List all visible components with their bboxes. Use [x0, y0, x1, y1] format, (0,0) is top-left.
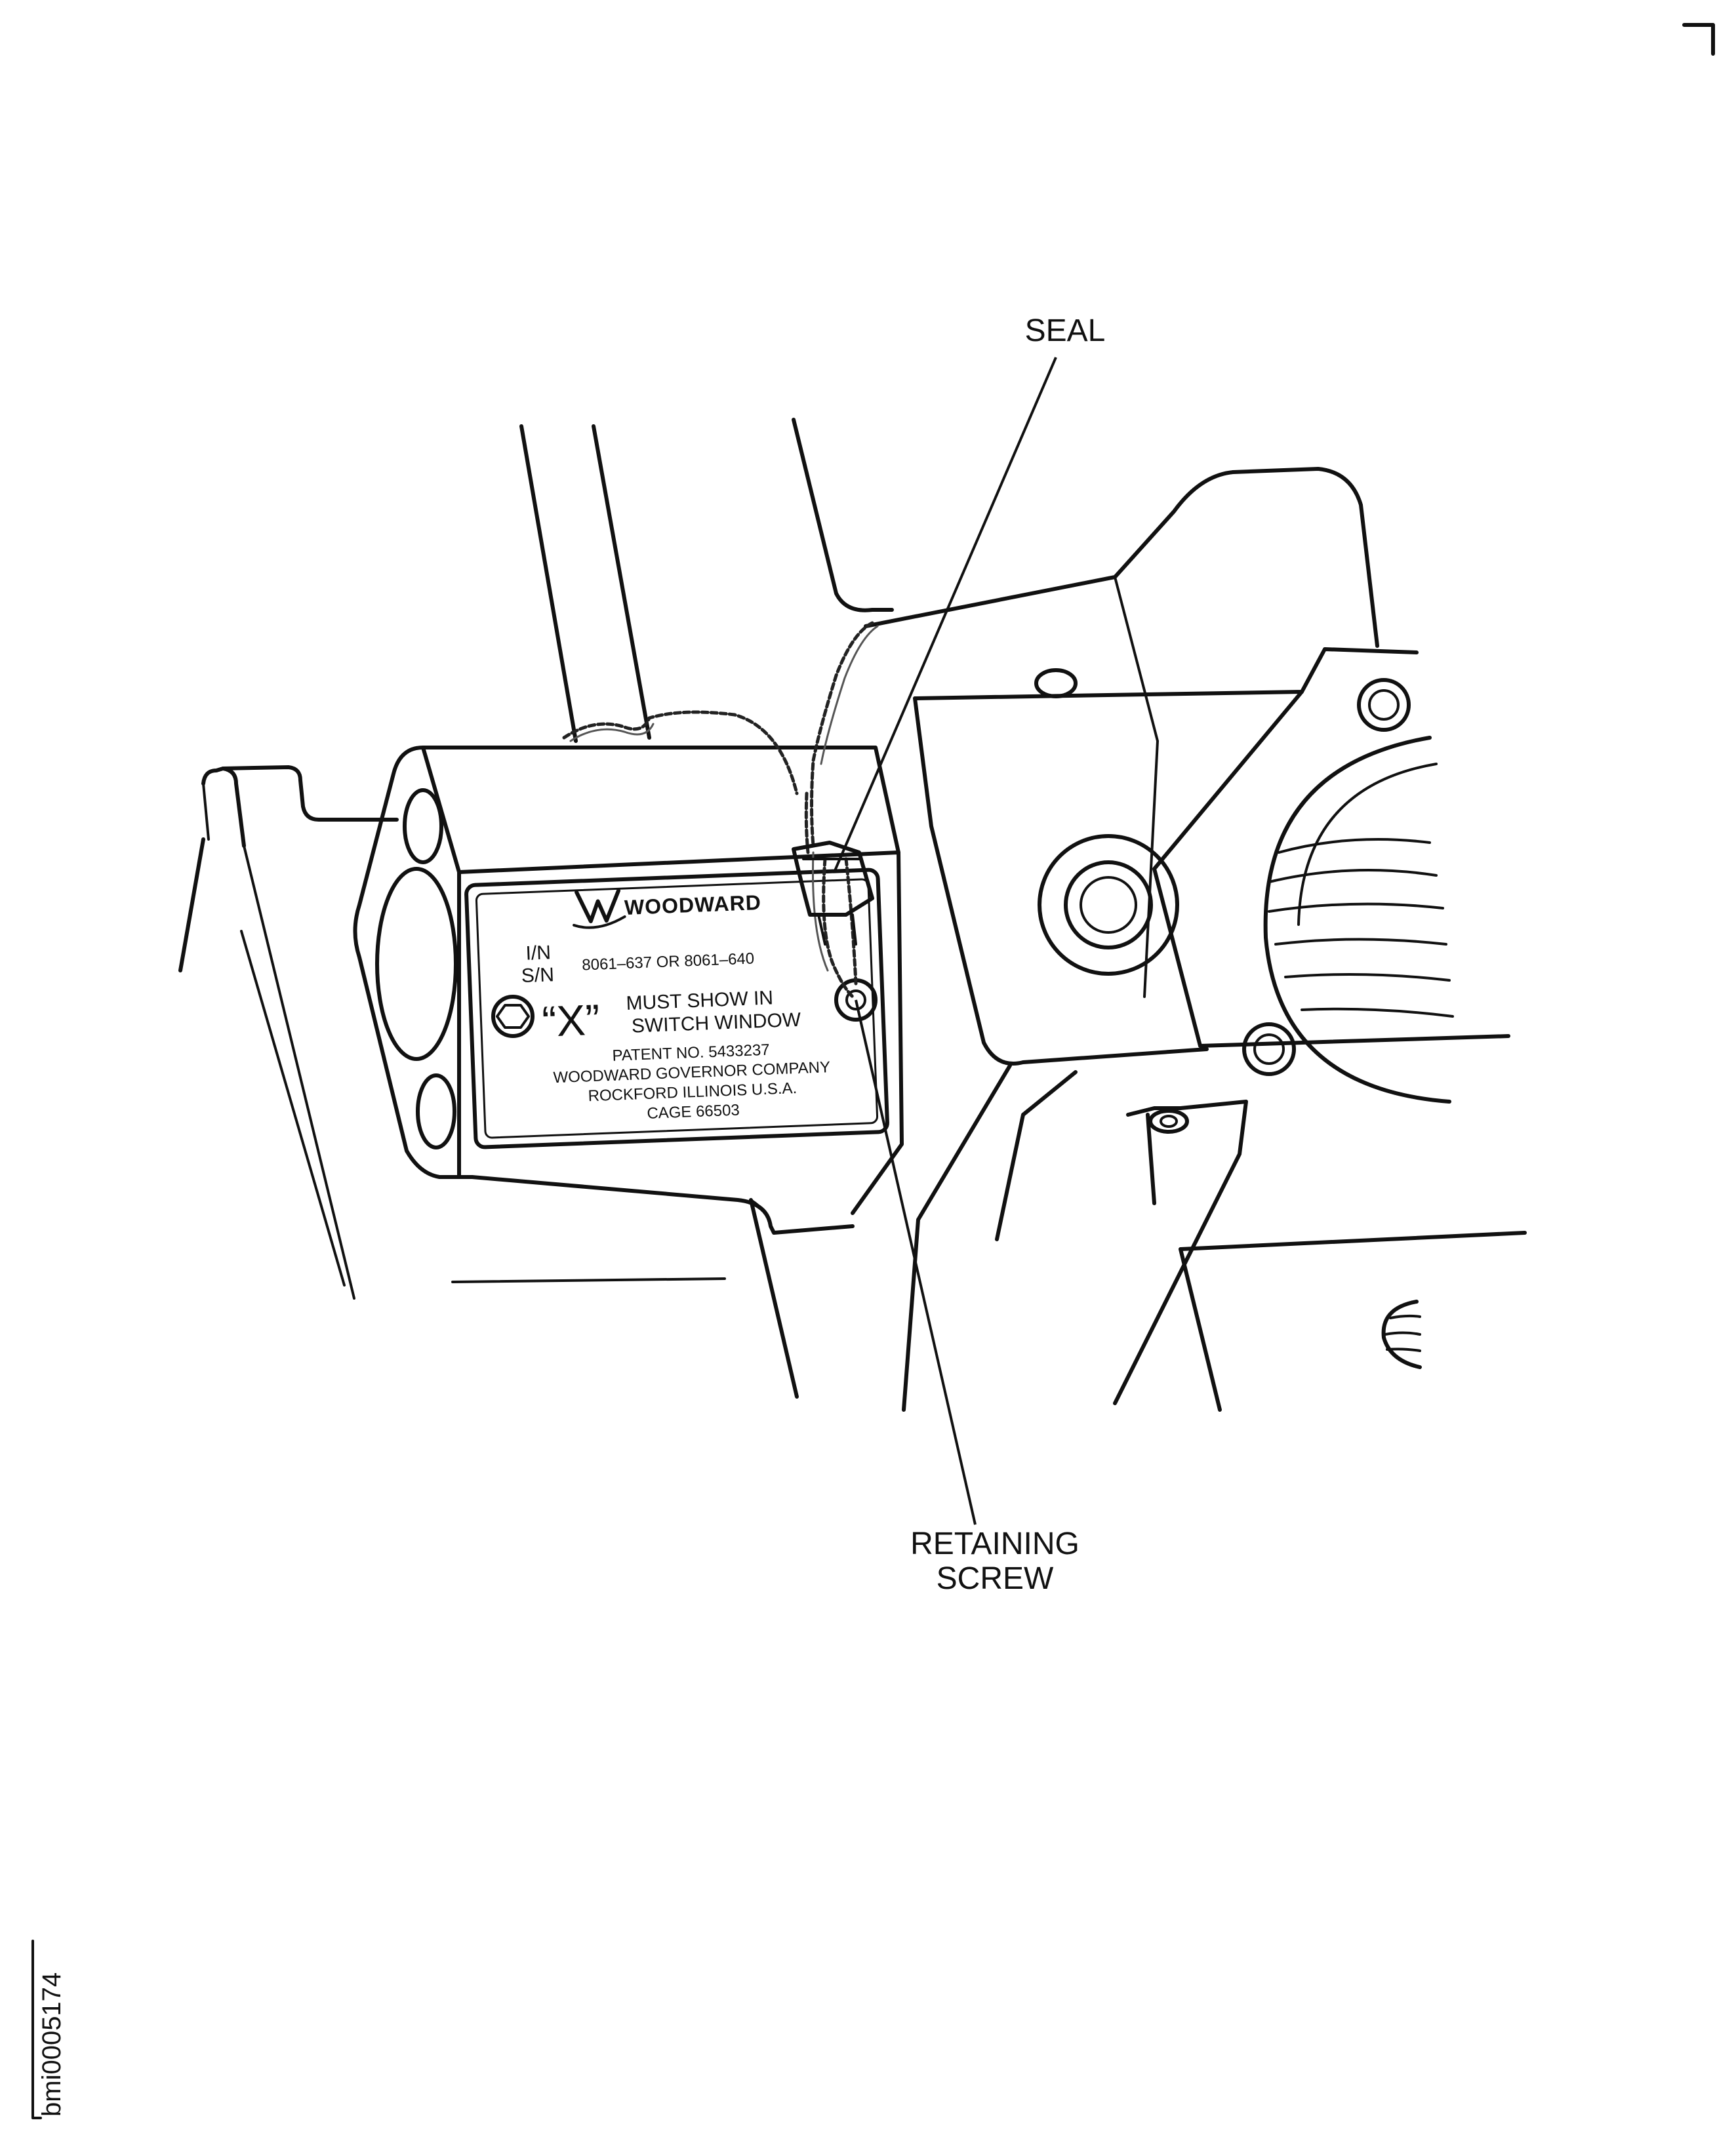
crop-mark [1682, 23, 1715, 56]
woodward-logo-icon [573, 889, 626, 929]
x-mark: “X” [541, 995, 601, 1046]
lock-wire [562, 621, 879, 999]
cage-code: CAGE 66503 [647, 1101, 740, 1122]
switch-assembly: WOODWARD I/N S/N 8061–637 OR 8061–640 “X… [353, 746, 904, 1235]
in-label: I/N [525, 942, 552, 964]
retaining-screw-leader-line [855, 999, 977, 1525]
seal [792, 841, 874, 946]
seal-leader-line [833, 357, 1057, 873]
sn-label: S/N [521, 964, 554, 987]
nameplate [464, 868, 889, 1149]
seal-callout: SEAL [1025, 313, 1106, 348]
mounting-plate [178, 765, 799, 1399]
retaining-screw-callout-line-2: SCREW [937, 1561, 1054, 1596]
housing-body [519, 418, 1527, 1412]
figure-id: bmi0005174 [37, 1972, 66, 2117]
brand-name: WOODWARD [624, 890, 761, 919]
part-numbers: 8061–637 OR 8061–640 [582, 949, 755, 974]
figure-id-bracket [31, 1940, 42, 2119]
hex-screw-left [491, 995, 535, 1038]
retaining-screw-callout-line-1: RETAINING [910, 1527, 1080, 1561]
nameplate-text: WOODWARD I/N S/N 8061–637 OR 8061–640 “X… [521, 889, 830, 1123]
